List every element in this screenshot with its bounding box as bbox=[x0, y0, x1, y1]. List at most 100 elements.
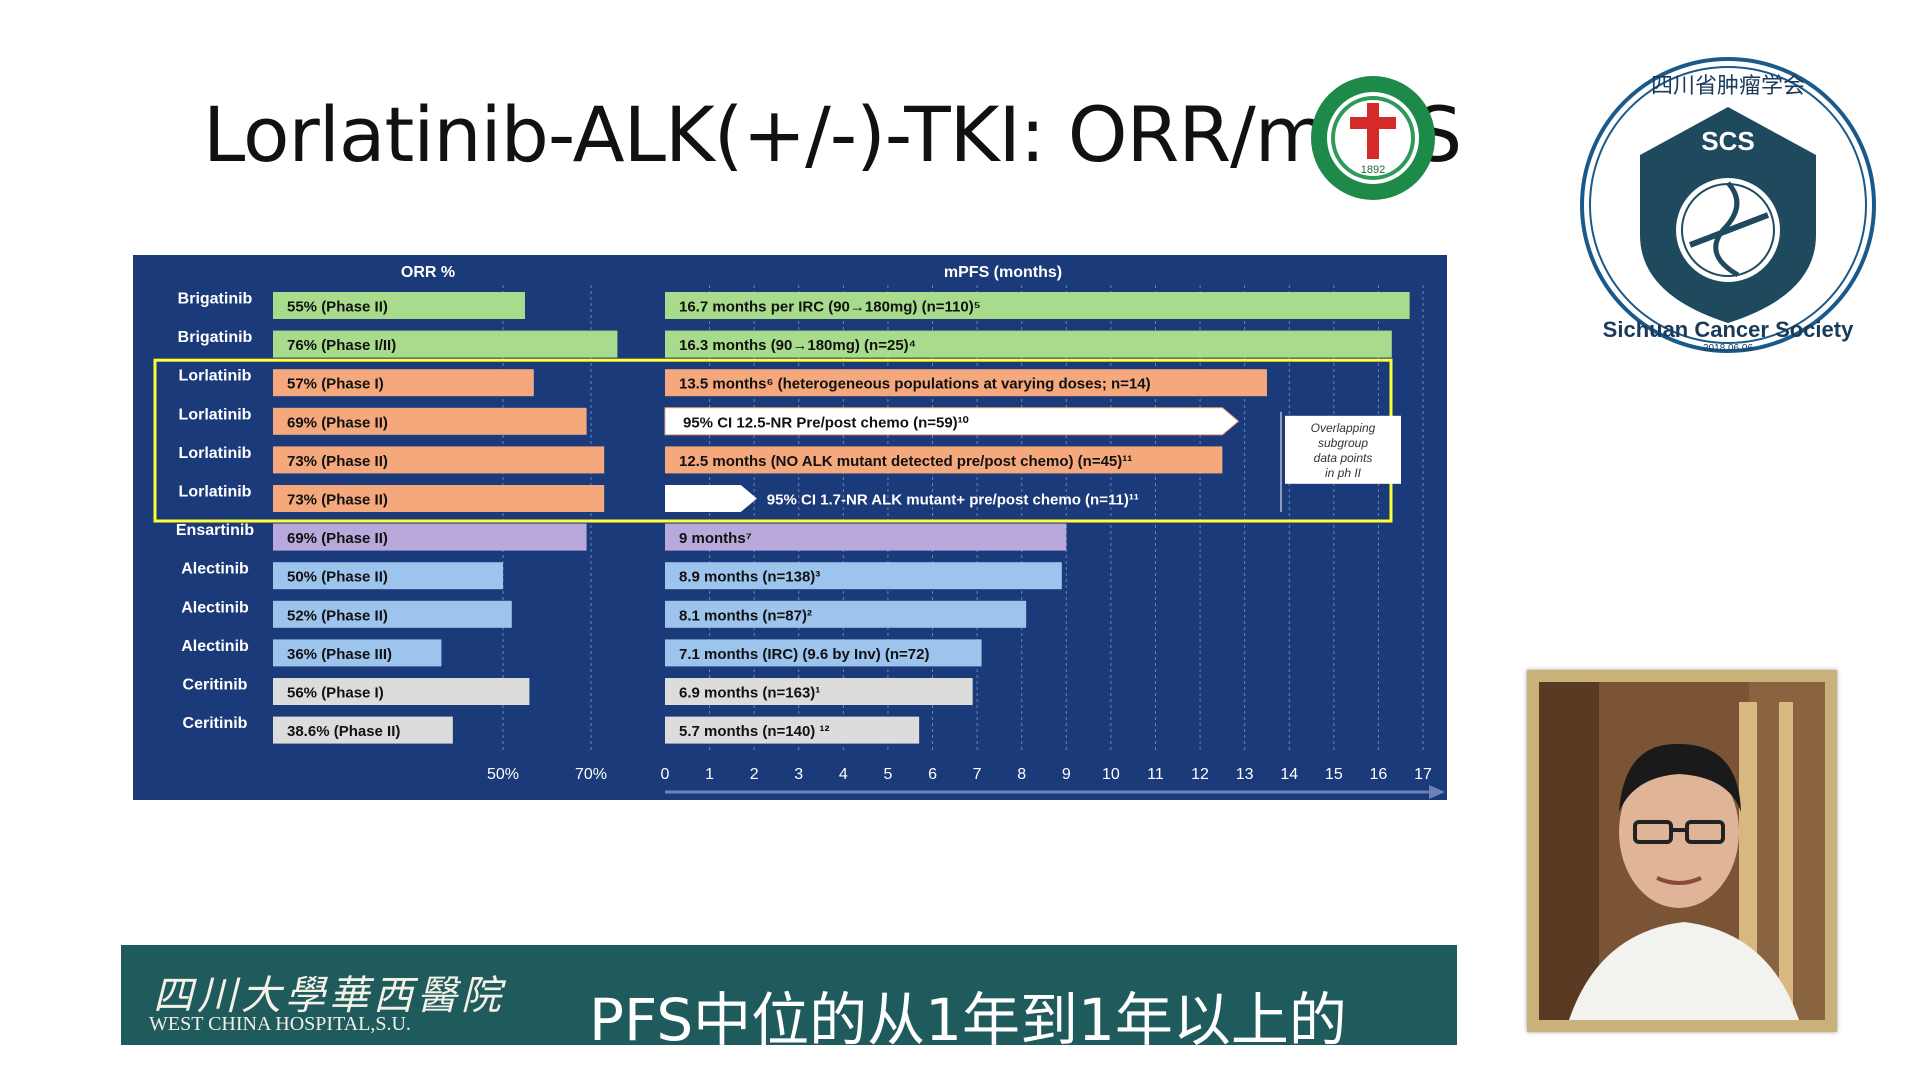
mpfs-axis-arrowhead bbox=[1429, 785, 1445, 799]
note-line: subgroup bbox=[1318, 436, 1368, 450]
orr-bar-label: 50% (Phase II) bbox=[287, 569, 388, 586]
drug-label: Alectinib bbox=[181, 638, 249, 655]
mpfs-arrow-label: 95% CI 1.7-NR ALK mutant+ pre/post chemo… bbox=[767, 492, 1139, 509]
mpfs-bar-label: 6.9 months (n=163)¹ bbox=[679, 685, 820, 702]
scs-abbr: SCS bbox=[1701, 126, 1754, 156]
orr-mpfs-chart: ORR % mPFS (months) Brigatinib 55% (Phase I… bbox=[153, 264, 1445, 799]
slide-title: Lorlatinib-ALK(+/-)-TKI: ORR/mPFS bbox=[203, 90, 1462, 179]
mpfs-tick-label: 16 bbox=[1370, 766, 1388, 783]
note-box bbox=[1285, 415, 1401, 484]
mpfs-bar bbox=[665, 600, 1027, 628]
mpfs-bar-label: 8.9 months (n=138)³ bbox=[679, 569, 820, 586]
mpfs-bar bbox=[665, 639, 982, 667]
sichuan-cancer-society-logo: SCS 四川省肿瘤学会 Sichuan Cancer Society 2018.… bbox=[1580, 57, 1876, 354]
orr-bar bbox=[273, 716, 453, 744]
mpfs-tick-label: 2 bbox=[750, 766, 759, 783]
mpfs-tick-label: 10 bbox=[1102, 766, 1120, 783]
mpfs-bar bbox=[665, 716, 920, 744]
chart-panel: ORR % mPFS (months) Brigatinib 55% (Phase I… bbox=[133, 255, 1447, 800]
orr-bar-label: 57% (Phase I) bbox=[287, 376, 384, 393]
west-china-hospital-seal-icon: 1892 bbox=[1311, 76, 1435, 200]
speaker-video bbox=[1539, 682, 1825, 1020]
orr-bar-label: 69% (Phase II) bbox=[287, 414, 388, 431]
orr-bar-label: 73% (Phase II) bbox=[287, 453, 388, 470]
mpfs-tick-label: 1 bbox=[705, 766, 714, 783]
mpfs-bar bbox=[665, 330, 1392, 358]
mpfs-tick-label: 7 bbox=[973, 766, 982, 783]
mpfs-bar-label: 5.7 months (n=140) ¹² bbox=[679, 723, 829, 740]
mpfs-small-arrow bbox=[665, 485, 757, 512]
drug-label: Lorlatinib bbox=[179, 445, 252, 462]
mpfs-bar bbox=[665, 446, 1223, 474]
drug-label: Ensartinib bbox=[176, 522, 254, 539]
note-line: data points bbox=[1314, 451, 1373, 465]
orr-bar bbox=[273, 600, 512, 628]
mpfs-bar-label: 16.3 months (90→180mg) (n=25)⁴ bbox=[679, 337, 916, 354]
orr-bar-label: 76% (Phase I/II) bbox=[287, 337, 396, 354]
mpfs-tick-label: 13 bbox=[1236, 766, 1254, 783]
mpfs-tick-label: 14 bbox=[1280, 766, 1298, 783]
orr-bar bbox=[273, 292, 525, 319]
orr-bar bbox=[273, 330, 618, 358]
orr-bar bbox=[273, 678, 530, 705]
drug-label: Lorlatinib bbox=[179, 368, 252, 385]
orr-bar-label: 52% (Phase II) bbox=[287, 607, 388, 624]
bottom-caption-bar: 四川大學華西醫院 WEST CHINA HOSPITAL,S.U. PFS中位的… bbox=[121, 945, 1457, 1054]
mpfs-tick-label: 9 bbox=[1062, 766, 1071, 783]
mpfs-tick-label: 6 bbox=[928, 766, 937, 783]
mpfs-arrow bbox=[664, 407, 1240, 436]
drug-label: Ceritinib bbox=[183, 715, 248, 732]
wch-year: 1892 bbox=[1361, 164, 1385, 176]
orr-bar bbox=[273, 485, 605, 512]
orr-bar bbox=[273, 523, 587, 551]
orr-bar bbox=[273, 562, 503, 590]
mpfs-bar-label: 12.5 months (NO ALK mutant detected pre/… bbox=[679, 453, 1132, 470]
drug-label: Brigatinib bbox=[178, 291, 253, 308]
orr-bar-label: 36% (Phase III) bbox=[287, 646, 392, 663]
orr-bar-label: 38.6% (Phase II) bbox=[287, 723, 400, 740]
video-subtitle: PFS中位的从1年到1年以上的 bbox=[589, 986, 1347, 1054]
hospital-name-english: WEST CHINA HOSPITAL,S.U. bbox=[149, 1013, 411, 1035]
orr-bar-label: 73% (Phase II) bbox=[287, 492, 388, 509]
mpfs-bar bbox=[665, 562, 1062, 590]
mpfs-bar bbox=[665, 523, 1067, 551]
mpfs-bar bbox=[665, 678, 973, 705]
orr-bar bbox=[273, 407, 587, 435]
speaker-image bbox=[1539, 682, 1825, 1020]
scs-date: 2018.06.06 bbox=[1703, 343, 1753, 354]
mpfs-bar-label: 9 months⁷ bbox=[679, 530, 752, 547]
mpfs-tick-label: 4 bbox=[839, 766, 848, 783]
orr-bar bbox=[273, 369, 534, 397]
orr-header: ORR % bbox=[401, 264, 455, 281]
mpfs-header: mPFS (months) bbox=[944, 264, 1062, 281]
orr-bar bbox=[273, 446, 605, 474]
mpfs-tick-label: 17 bbox=[1414, 766, 1432, 783]
drug-label: Alectinib bbox=[181, 561, 249, 578]
orr-bar-label: 55% (Phase II) bbox=[287, 299, 388, 316]
hospital-name-chinese: 四川大學華西醫院 bbox=[153, 973, 505, 1019]
mpfs-tick-label: 0 bbox=[661, 766, 670, 783]
mpfs-tick-label: 12 bbox=[1191, 766, 1209, 783]
drug-label: Brigatinib bbox=[178, 329, 253, 346]
drug-label: Lorlatinib bbox=[179, 406, 252, 423]
orr-tick-label: 70% bbox=[575, 766, 607, 783]
mpfs-tick-label: 3 bbox=[794, 766, 803, 783]
mpfs-arrow-label: 95% CI 12.5-NR Pre/post chemo (n=59)¹⁰ bbox=[683, 414, 969, 431]
mpfs-tick-label: 5 bbox=[883, 766, 892, 783]
mpfs-tick-label: 11 bbox=[1147, 766, 1164, 783]
note-line: in ph II bbox=[1325, 466, 1362, 480]
note-line: Overlapping bbox=[1311, 421, 1376, 435]
mpfs-bar-label: 16.7 months per IRC (90→180mg) (n=110)⁵ bbox=[679, 299, 981, 316]
orr-tick-label: 50% bbox=[487, 766, 519, 783]
mpfs-bar-label: 8.1 months (n=87)² bbox=[679, 607, 812, 624]
drug-label: Alectinib bbox=[181, 599, 249, 616]
speaker-video-frame bbox=[1527, 670, 1837, 1032]
mpfs-bar-label: 13.5 months⁶ (heterogeneous populations … bbox=[679, 376, 1151, 393]
orr-bar-label: 69% (Phase II) bbox=[287, 530, 388, 547]
mpfs-bar-label: 7.1 months (IRC) (9.6 by Inv) (n=72) bbox=[679, 646, 929, 663]
orr-bar bbox=[273, 639, 442, 667]
mpfs-tick-label: 15 bbox=[1325, 766, 1343, 783]
orr-bar-label: 56% (Phase I) bbox=[287, 685, 384, 702]
mpfs-bar bbox=[665, 292, 1410, 319]
scs-chinese: 四川省肿瘤学会 bbox=[1651, 74, 1805, 99]
